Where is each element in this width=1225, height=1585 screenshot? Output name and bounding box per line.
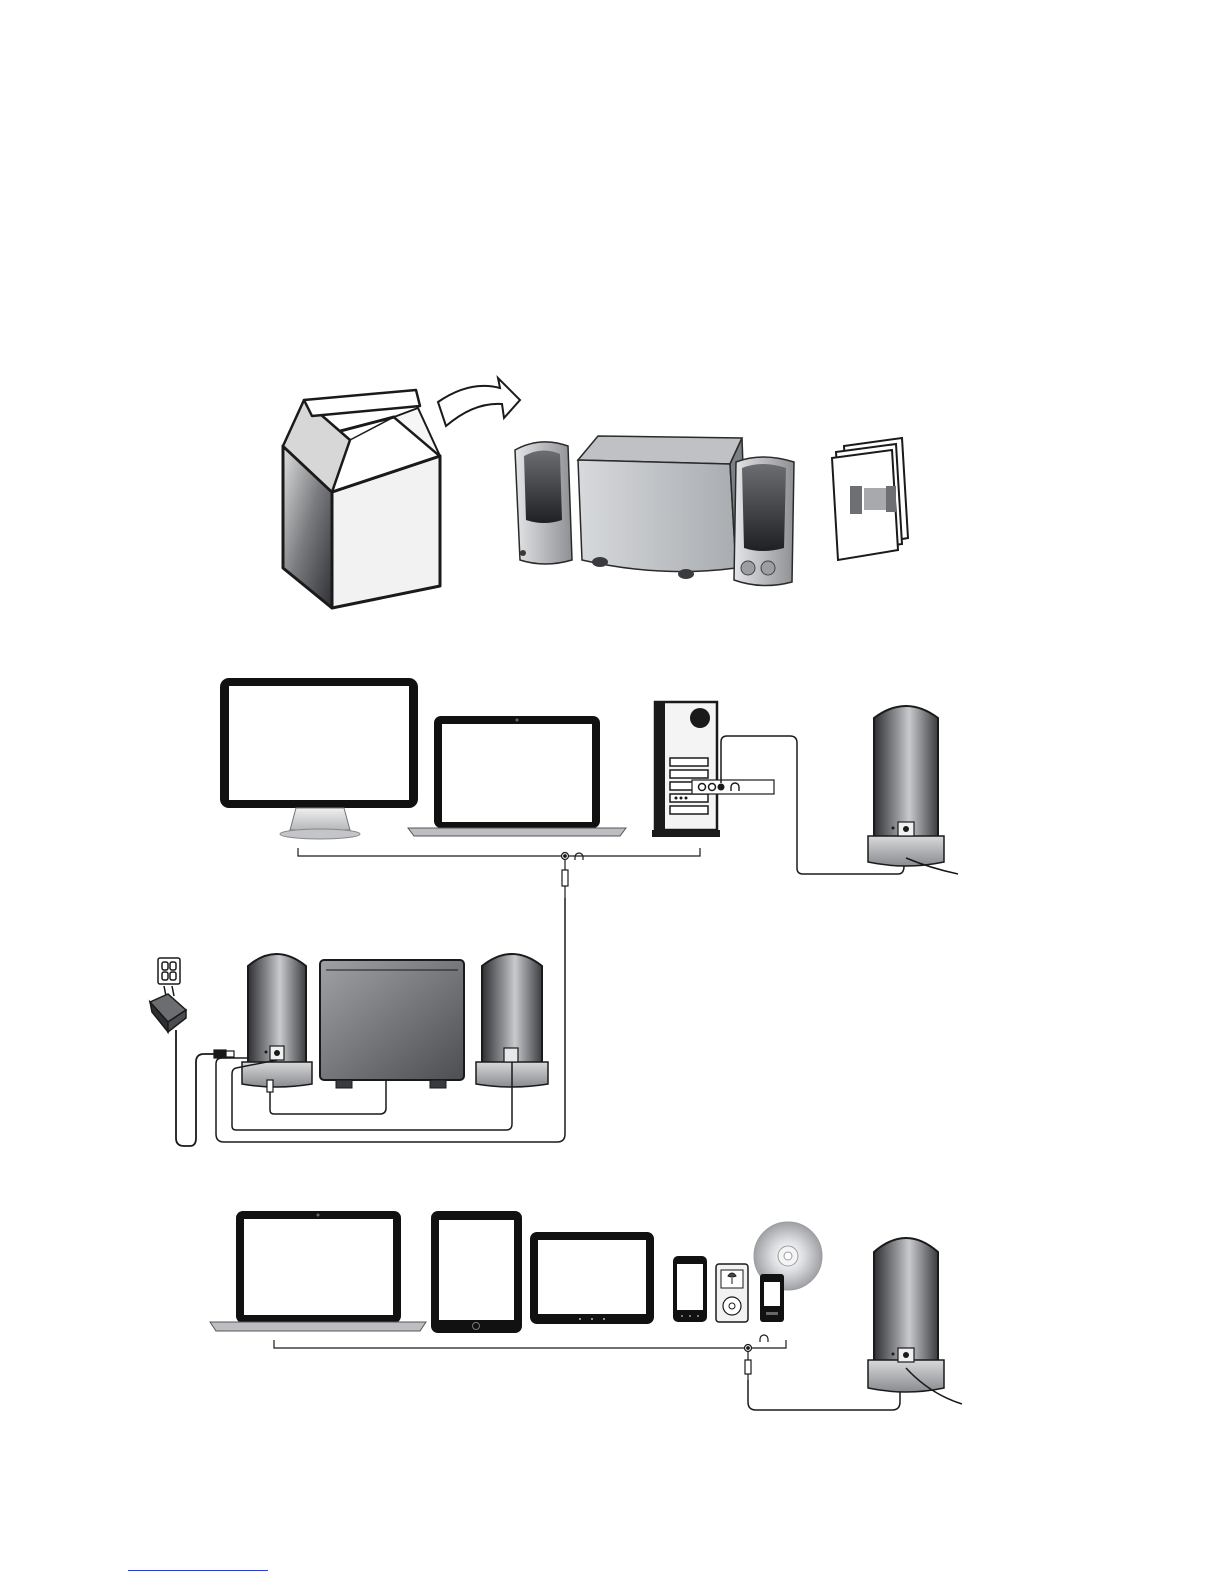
tower-pc-icon [652, 702, 774, 837]
mp3-player-icon [760, 1274, 784, 1322]
speaker-set-icon [515, 436, 794, 586]
tablet-landscape-icon [530, 1232, 654, 1324]
step-connect-computer [150, 678, 958, 1146]
power-outlet-icon [158, 958, 180, 984]
step-unbox [283, 378, 908, 608]
open-box-icon [283, 390, 440, 608]
footer-link-underline[interactable] [128, 1570, 268, 1571]
step-connect-devices [210, 1211, 962, 1410]
headphone-icon [760, 1335, 768, 1342]
device-bracket [298, 848, 700, 860]
power-adapter-icon [150, 986, 186, 1032]
speaker-left-icon [242, 954, 312, 1087]
ipod-icon [716, 1264, 748, 1322]
monitor-icon [220, 678, 418, 839]
smartphone-icon [673, 1256, 707, 1322]
manual-icon [832, 438, 908, 560]
laptop-icon [210, 1211, 426, 1331]
speaker-rear-icon [868, 706, 958, 874]
subwoofer-icon [320, 960, 464, 1088]
tablet-icon [431, 1211, 522, 1333]
laptop-icon [408, 716, 626, 836]
arrow-icon [438, 378, 520, 426]
speaker-rear-icon [868, 1238, 962, 1404]
